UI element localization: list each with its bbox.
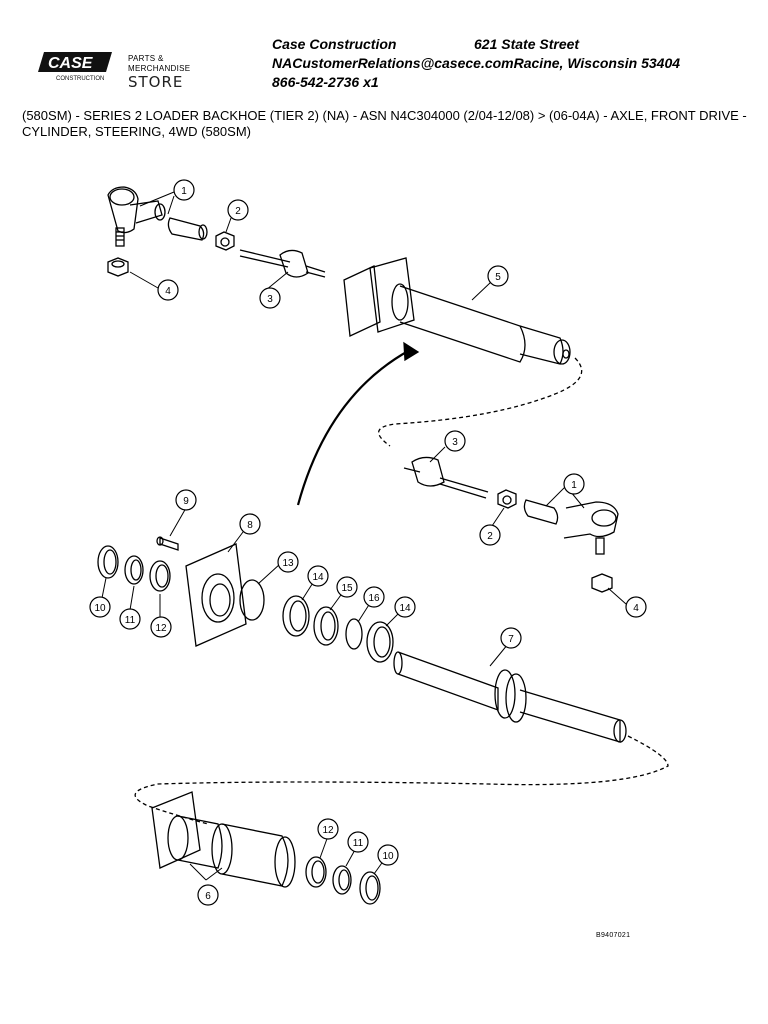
callout-12: 12 — [322, 825, 334, 836]
cylinder-tube — [343, 257, 571, 365]
exploded-parts-diagram: 1 2 3 4 5 3 1 2 4 9 8 13 14 15 16 14 10 … — [89, 179, 669, 906]
callout-10: 10 — [94, 603, 106, 614]
piston-rod — [393, 651, 627, 743]
callout-1: 1 — [571, 480, 577, 491]
nut-4-mid — [591, 573, 613, 593]
callout-9: 9 — [183, 496, 189, 507]
nut-4-top — [107, 257, 129, 277]
callout-13: 13 — [282, 558, 294, 569]
flange-plate — [185, 543, 247, 647]
email-city[interactable]: NACustomerRelations@casece.comRacine, Wi… — [272, 55, 681, 71]
callout-14: 14 — [312, 572, 324, 583]
street-address: 621 State Street — [474, 36, 580, 52]
store-tagline: PARTS & MERCHANDISE — [128, 54, 191, 73]
seal-set-middle — [282, 595, 394, 663]
callout-4: 4 — [633, 603, 639, 614]
callout-circles — [89, 179, 647, 906]
nut-top — [215, 231, 235, 251]
callout-2: 2 — [235, 206, 241, 217]
tie-rod-end-mid — [523, 499, 619, 555]
store-name: STORE — [128, 73, 184, 91]
seal-rings-bottom — [305, 856, 381, 905]
callout-1: 1 — [181, 186, 187, 197]
bolt-9 — [156, 536, 179, 551]
callout-3: 3 — [452, 437, 458, 448]
callout-11: 11 — [353, 838, 364, 849]
seal-rings-left — [97, 545, 171, 592]
callout-14: 14 — [399, 603, 411, 614]
callout-11: 11 — [125, 615, 136, 626]
title-line-2: CYLINDER, STEERING, 4WD (580SM) — [22, 124, 251, 139]
nut-mid — [497, 489, 517, 509]
company-name: Case Construction — [272, 36, 397, 52]
callout-3: 3 — [267, 294, 273, 305]
callout-7: 7 — [508, 634, 514, 645]
title-line-1: (580SM) - SERIES 2 LOADER BACKHOE (TIER … — [22, 108, 747, 123]
tie-rod-end-top — [107, 186, 208, 247]
gland-assembly — [151, 791, 296, 888]
callout-8: 8 — [247, 520, 253, 531]
callout-6: 6 — [205, 891, 211, 902]
case-logo-subtext: CONSTRUCTION — [56, 76, 104, 82]
rod-end-mid — [403, 456, 489, 499]
case-construction-logo: CASE CONSTRUCTION — [38, 52, 112, 82]
case-logo-text: CASE — [48, 55, 94, 72]
callout-5: 5 — [495, 272, 501, 283]
rod-end-top — [239, 249, 326, 278]
figure-reference: B9407021 — [596, 932, 631, 939]
callout-15: 15 — [341, 583, 353, 594]
callout-4: 4 — [165, 286, 171, 297]
page-title: (580SM) - SERIES 2 LOADER BACKHOE (TIER … — [22, 108, 748, 140]
callout-2: 2 — [487, 531, 493, 542]
callout-10: 10 — [382, 851, 394, 862]
phone-number: 866-542-2736 x1 — [272, 74, 379, 90]
o-ring-13 — [239, 579, 265, 621]
parts-store-logo: PARTS & MERCHANDISE STORE — [128, 54, 220, 90]
callout-16: 16 — [368, 593, 380, 604]
callout-12: 12 — [155, 623, 167, 634]
